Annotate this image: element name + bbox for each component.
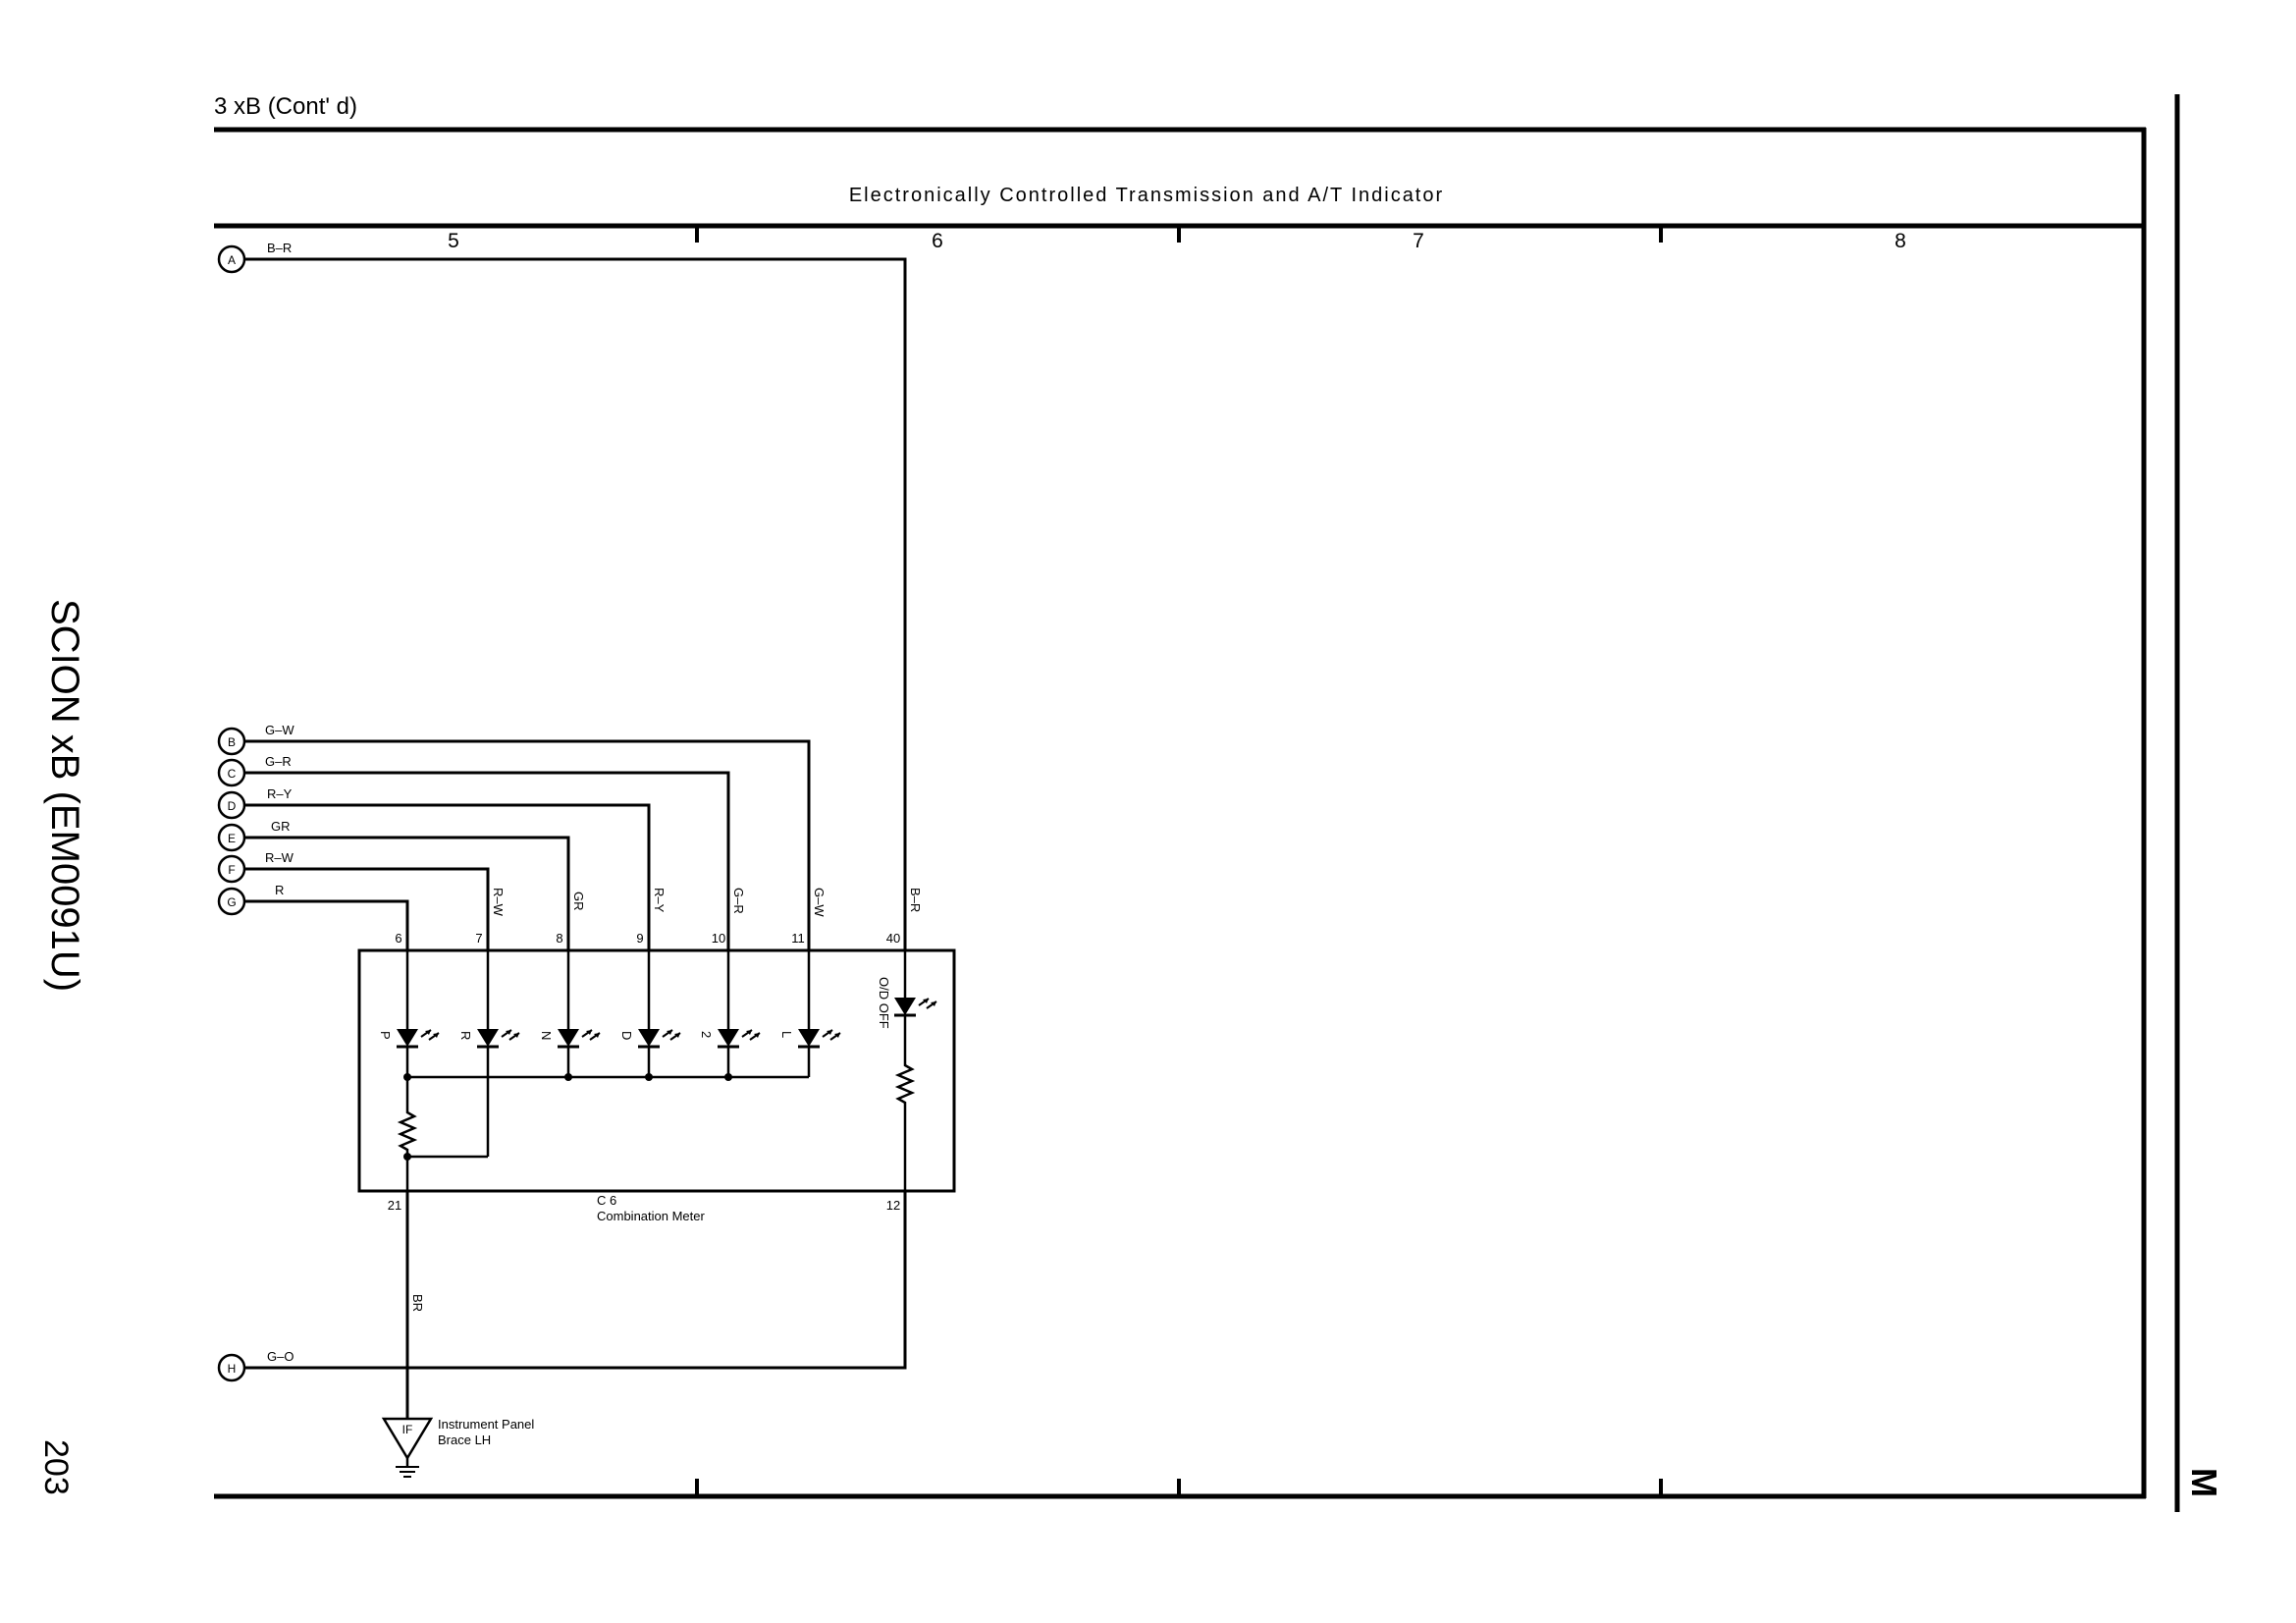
meter-internal-circuit — [397, 950, 916, 1191]
wire-color-label: G–O — [267, 1349, 294, 1364]
led-icon — [798, 1029, 841, 1049]
led-icon — [718, 1029, 761, 1049]
system-title: Electronically Controlled Transmission a… — [849, 185, 1444, 206]
wire-color-label: GR — [271, 819, 291, 834]
led-icon — [397, 1029, 440, 1049]
wire-f — [244, 867, 490, 950]
wires — [244, 257, 907, 1419]
wire-c — [244, 771, 730, 950]
wire-g — [244, 899, 409, 950]
svg-text:D: D — [228, 799, 237, 813]
wire-color-label: GR — [571, 892, 586, 911]
indicator-label: 2 — [699, 1031, 714, 1038]
indicator-labels: P R N D 2 L O/D OFF — [378, 977, 891, 1040]
ground-icon — [396, 1466, 419, 1478]
svg-text:A: A — [228, 253, 236, 267]
wire-color-label: R–W — [265, 850, 294, 865]
wire-color-label: R — [275, 883, 284, 897]
wire-color-label: G–W — [812, 888, 827, 917]
ground-label: Instrument Panel — [438, 1417, 534, 1432]
pin-number: 8 — [556, 931, 562, 946]
led-icon — [638, 1029, 681, 1049]
grid-column-label: 7 — [1413, 230, 1424, 252]
connector-g: G — [217, 887, 246, 916]
wire-h — [244, 1191, 907, 1370]
wire-color-label: G–W — [265, 723, 294, 737]
svg-text:G: G — [227, 895, 236, 909]
svg-text:H: H — [228, 1362, 237, 1376]
svg-text:E: E — [228, 832, 236, 845]
indicator-label: L — [779, 1031, 794, 1038]
pin-number: 9 — [636, 931, 643, 946]
pin-number: 12 — [886, 1198, 900, 1213]
wire-color-label: B–R — [267, 241, 292, 255]
svg-text:B: B — [228, 735, 236, 749]
led-icon — [558, 1029, 601, 1049]
indicator-label: O/D OFF — [877, 977, 891, 1029]
junction-dots — [403, 1073, 732, 1161]
meter-name: Combination Meter — [597, 1209, 705, 1223]
connector-d: D — [217, 790, 246, 820]
pin-number: 10 — [712, 931, 725, 946]
connector-markers: A B C D E F G H — [217, 244, 246, 1382]
ground-point: IF Instrument Panel Brace LH — [381, 1417, 534, 1478]
wire-color-label: G–R — [731, 888, 746, 914]
page-frame — [214, 94, 2180, 1512]
section-title: 3 xB (Cont' d) — [214, 93, 357, 120]
indicator-label: N — [539, 1031, 554, 1040]
connector-b: B — [217, 727, 246, 756]
ground-label: Brace LH — [438, 1433, 491, 1447]
ground-code: IF — [402, 1423, 413, 1436]
pin-number: 11 — [791, 931, 805, 946]
svg-text:C: C — [228, 767, 237, 781]
connector-f: F — [217, 854, 246, 884]
connector-h: H — [217, 1353, 246, 1382]
wire-color-label: R–W — [491, 888, 506, 917]
pin-number: 40 — [886, 931, 900, 946]
vehicle-model-label: SCION xB (EM0091U) — [43, 599, 86, 993]
wire-color-label: B–R — [908, 888, 923, 912]
wire-a — [244, 257, 907, 950]
led-icon — [477, 1029, 520, 1049]
pin-number: 6 — [395, 931, 401, 946]
wire-color-label: BR — [410, 1294, 425, 1312]
wire-b — [244, 739, 811, 950]
grid-ticks — [695, 226, 1663, 1496]
wire-color-label: G–R — [265, 754, 292, 769]
indicator-label: D — [619, 1031, 634, 1040]
section-letter: M — [2184, 1468, 2224, 1497]
pin-number: 21 — [388, 1198, 401, 1213]
indicator-label: R — [458, 1031, 473, 1040]
meter-code: C 6 — [597, 1193, 616, 1208]
svg-text:F: F — [228, 863, 235, 877]
wire-e — [244, 836, 570, 950]
connector-a: A — [217, 244, 246, 274]
indicator-leds — [397, 998, 937, 1049]
grid-column-label: 5 — [448, 230, 459, 252]
wire-color-label: R–Y — [652, 888, 667, 913]
page-number: 203 — [37, 1439, 75, 1495]
meter-pin-numbers: 6 7 8 9 10 11 40 21 12 — [388, 931, 900, 1213]
wire-color-labels: B–R G–W G–R R–Y GR R–W R G–O — [265, 241, 294, 1364]
pin-number: 7 — [475, 931, 482, 946]
grid-column-label: 6 — [932, 230, 943, 252]
combination-meter-box — [357, 948, 956, 1193]
wire-d — [244, 803, 651, 950]
connector-c: C — [217, 758, 246, 787]
connector-e: E — [217, 823, 246, 852]
indicator-label: P — [378, 1031, 393, 1040]
led-icon — [894, 998, 937, 1017]
vertical-wire-labels: R–W GR R–Y G–R G–W B–R BR — [410, 888, 923, 1312]
wire-color-label: R–Y — [267, 786, 293, 801]
grid-column-label: 8 — [1895, 230, 1906, 252]
